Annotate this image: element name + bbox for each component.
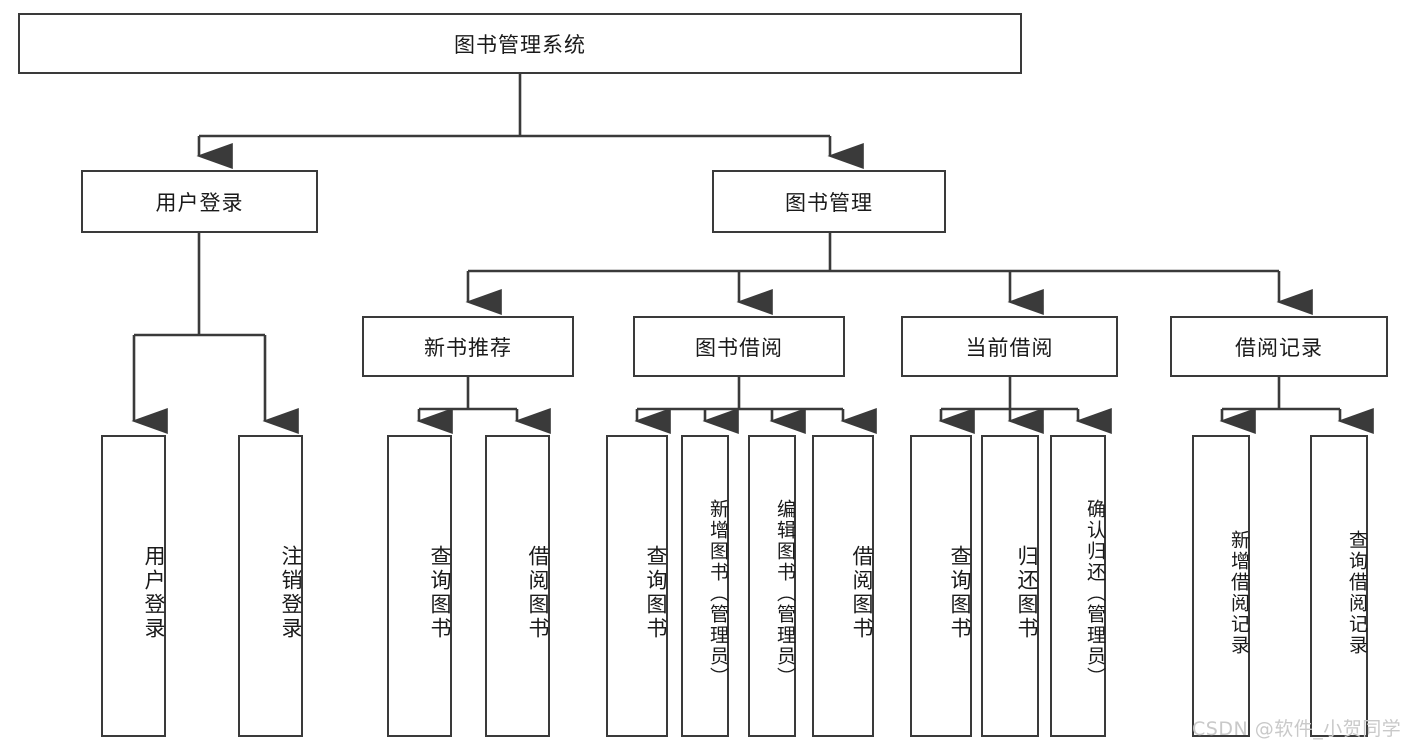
node-leaf-add-book-admin[interactable]: 新增图书（管理员） [681,435,729,737]
node-book-borrow[interactable]: 图书借阅 [633,316,845,377]
node-leaf-user-login[interactable]: 用户登录 [101,435,166,737]
node-leaf-edit-book-admin[interactable]: 编辑图书（管理员） [748,435,796,737]
node-leaf-query-borrow-record[interactable]: 查询借阅记录 [1310,435,1368,737]
node-label: 注销登录 [279,545,303,641]
node-leaf-confirm-return-admin[interactable]: 确认归还（管理员） [1050,435,1106,737]
node-label: 用户登录 [142,545,166,641]
node-label: 新增借阅记录 [1228,530,1250,656]
node-label: 新增图书（管理员） [707,498,729,688]
node-book-management[interactable]: 图书管理 [712,170,946,233]
node-label: 图书管理系统 [454,32,586,57]
node-leaf-query-book-recommend[interactable]: 查询图书 [387,435,452,737]
node-label: 借阅图书 [850,545,874,641]
node-label: 查询借阅记录 [1346,530,1368,656]
node-label: 新书推荐 [424,335,512,360]
node-label: 查询图书 [948,545,972,641]
node-borrow-record[interactable]: 借阅记录 [1170,316,1388,377]
watermark: CSDN @软件_小贺同学 [1192,718,1402,740]
node-leaf-query-book-current[interactable]: 查询图书 [910,435,972,737]
node-label: 用户登录 [155,190,244,215]
node-label: 借阅图书 [526,545,550,641]
node-label: 查询图书 [644,545,668,641]
node-leaf-logout-login[interactable]: 注销登录 [238,435,303,737]
node-current-borrow[interactable]: 当前借阅 [901,316,1118,377]
node-label: 查询图书 [428,545,452,641]
node-book-management-system[interactable]: 图书管理系统 [18,13,1022,74]
node-leaf-borrow-book-recommend[interactable]: 借阅图书 [485,435,550,737]
node-label: 图书借阅 [695,335,783,360]
node-leaf-query-book-borrow[interactable]: 查询图书 [606,435,668,737]
node-leaf-add-borrow-record[interactable]: 新增借阅记录 [1192,435,1250,737]
node-label: 确认归还（管理员） [1084,498,1106,688]
node-user-login[interactable]: 用户登录 [81,170,318,233]
node-label: 归还图书 [1015,545,1039,641]
node-label: 当前借阅 [965,335,1054,360]
node-leaf-borrow-book-borrow[interactable]: 借阅图书 [812,435,874,737]
node-label: 图书管理 [785,190,873,215]
node-new-book-recommend[interactable]: 新书推荐 [362,316,574,377]
node-label: 编辑图书（管理员） [774,498,796,688]
node-leaf-return-book[interactable]: 归还图书 [981,435,1039,737]
node-label: 借阅记录 [1235,335,1323,360]
